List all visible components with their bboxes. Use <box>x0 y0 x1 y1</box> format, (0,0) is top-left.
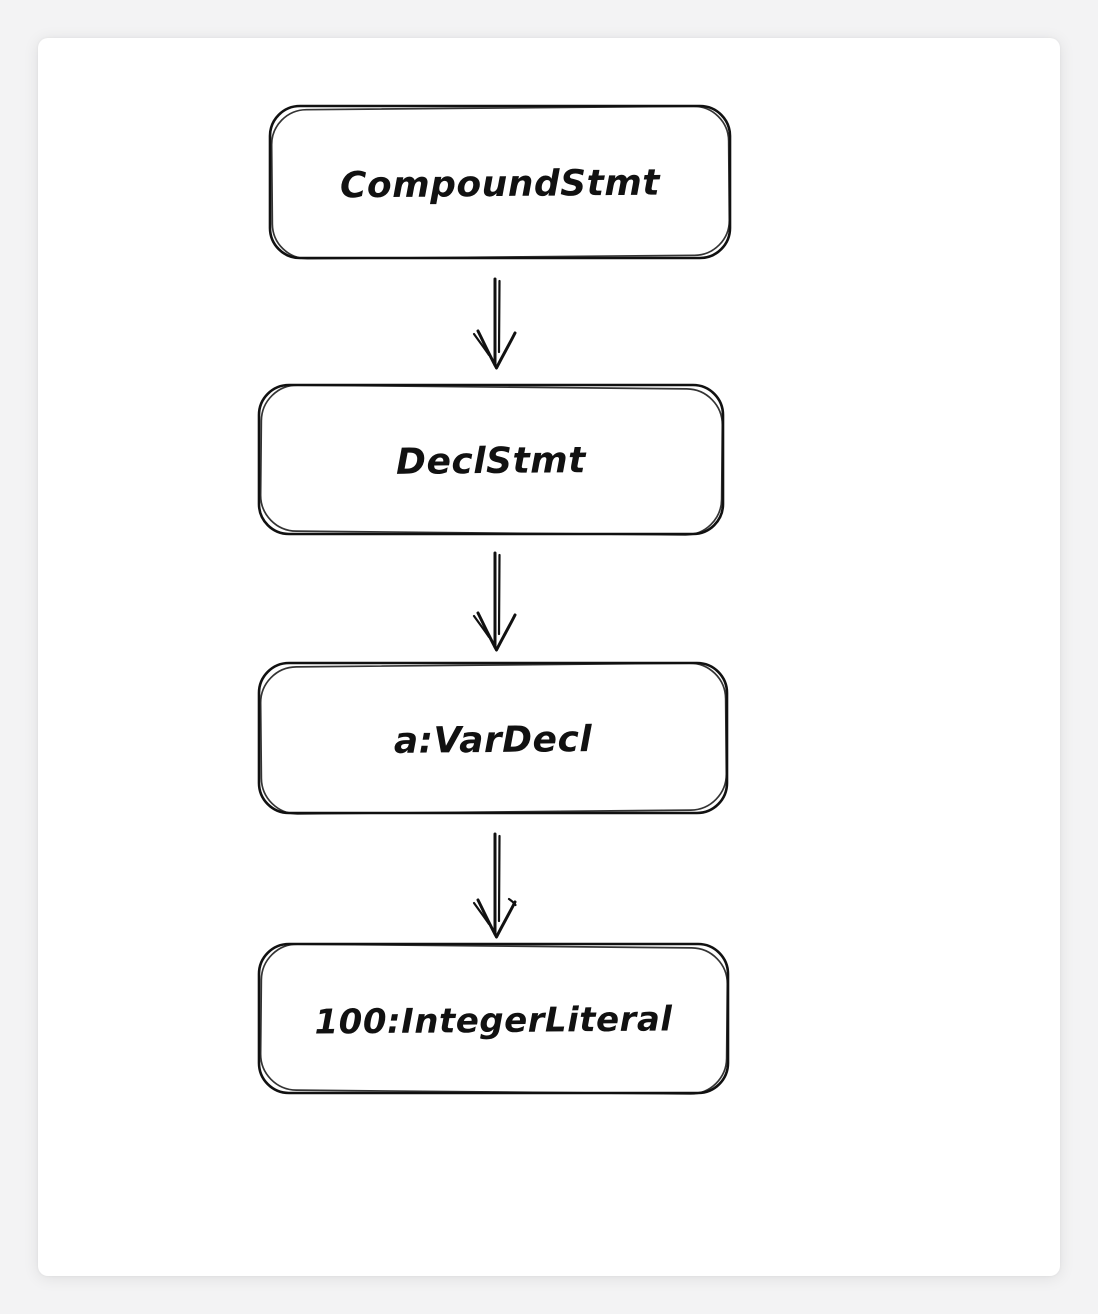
node-box-compound-stmt <box>268 104 732 260</box>
ast-flowchart-svg <box>257 104 732 1095</box>
edge-arrow-1 <box>472 277 517 370</box>
node-box-var-decl <box>257 661 729 815</box>
edge-arrow-3 <box>472 832 517 939</box>
edge-arrow-2 <box>472 551 517 652</box>
node-box-integer-literal <box>257 942 730 1095</box>
node-box-decl-stmt <box>257 383 725 536</box>
diagram-canvas: CompoundStmt DeclStmt a:VarDecl 100:Inte… <box>38 38 1060 1276</box>
